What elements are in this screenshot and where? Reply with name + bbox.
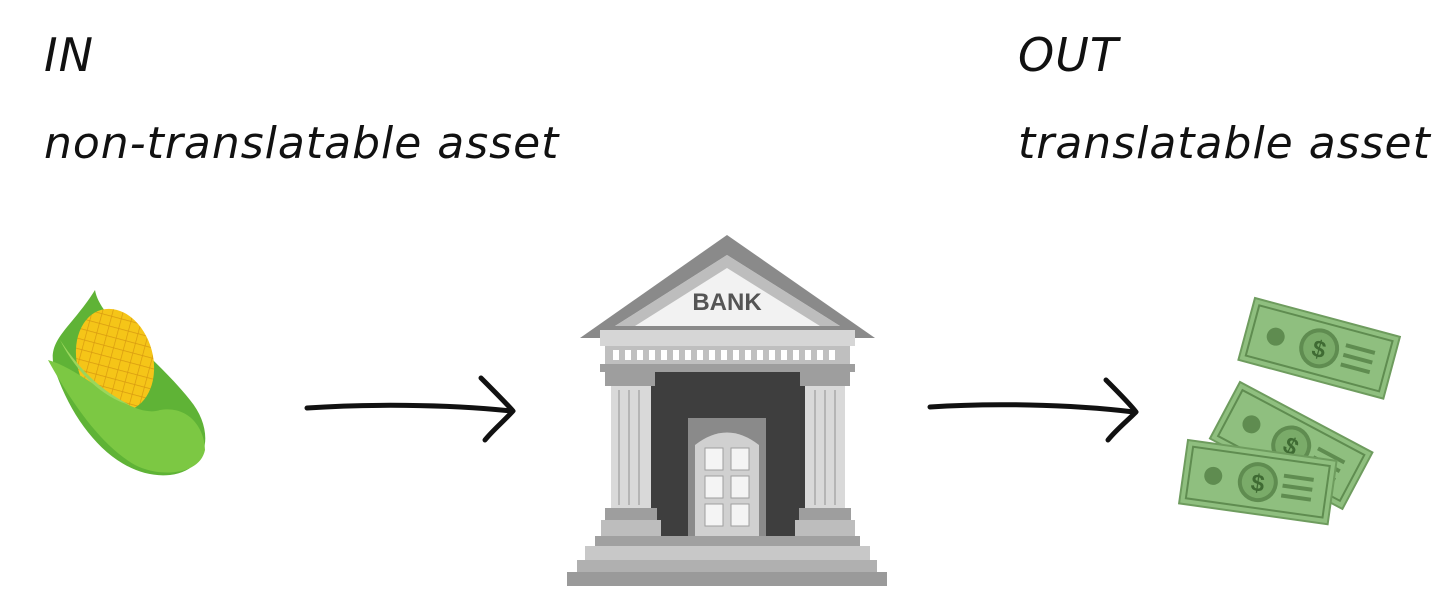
bank-label: BANK bbox=[692, 289, 762, 316]
input-label: non-translatable asset bbox=[44, 118, 560, 169]
output-label: translatable asset bbox=[1018, 118, 1431, 169]
bank-icon: BANK bbox=[567, 235, 887, 586]
input-heading: IN bbox=[44, 28, 94, 82]
corn-icon bbox=[48, 290, 206, 476]
output-heading: OUT bbox=[1018, 28, 1119, 82]
arrow-right-icon bbox=[304, 375, 516, 443]
arrow-right-icon bbox=[927, 377, 1139, 443]
money-stack-icon: $ bbox=[1178, 297, 1401, 526]
